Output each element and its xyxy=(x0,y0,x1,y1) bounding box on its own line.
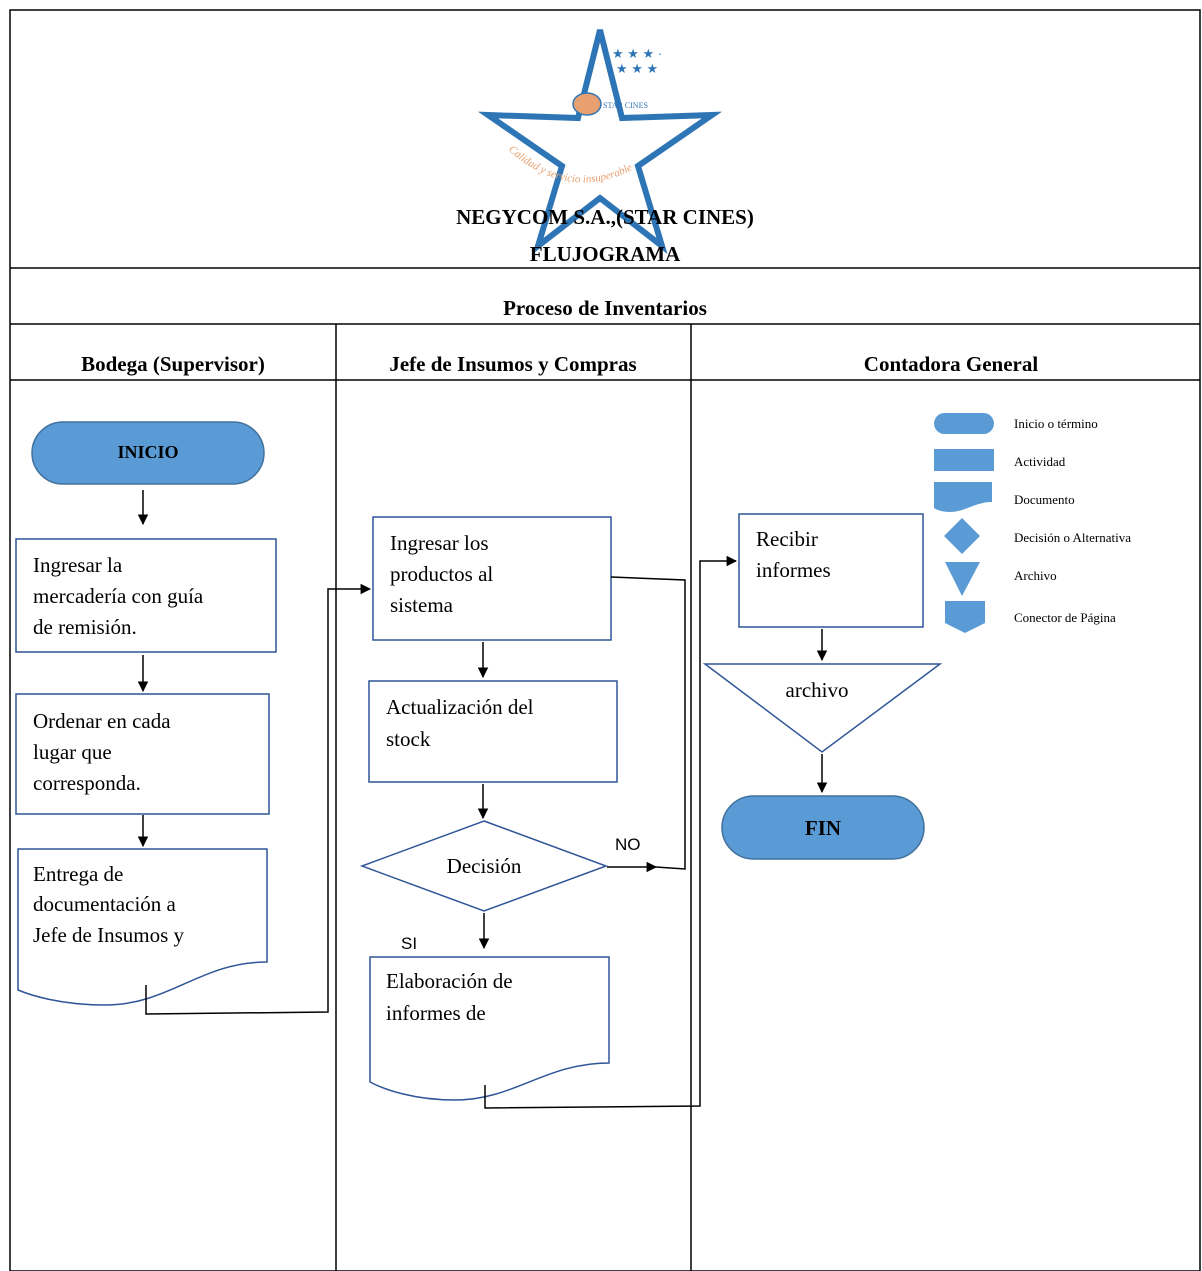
legend-label-decision: Decisión o Alternativa xyxy=(1014,530,1131,545)
process-title: Proceso de Inventarios xyxy=(503,296,707,320)
entrega-line1: Entrega de xyxy=(33,862,123,886)
svg-text:★ ★ ★: ★ ★ ★ xyxy=(616,61,658,76)
company-title: NEGYCOM S.A.,(STAR CINES) xyxy=(456,205,754,229)
lane-header-jefe-insumos: Jefe de Insumos y Compras xyxy=(389,352,636,376)
logo-s-mark xyxy=(572,92,602,116)
branch-label-si: SI xyxy=(401,934,417,953)
decision-diamond xyxy=(359,820,609,912)
ordenar-line1: Ordenar en cada xyxy=(33,709,171,733)
ingresar-productos-line2: productos al xyxy=(390,562,493,586)
legend-terminal-icon xyxy=(934,413,994,434)
ingresar-mercaderia-line3: de remisión. xyxy=(33,615,137,639)
ingresar-productos-box xyxy=(372,516,612,641)
legend-label-document: Documento xyxy=(1014,492,1075,507)
decision-label: Decisión xyxy=(447,854,522,878)
legend-document-icon xyxy=(934,482,992,512)
logo-star-icon xyxy=(477,29,723,255)
ordenar-line2: lugar que xyxy=(33,740,112,764)
entrega-line2: documentación a xyxy=(33,892,177,916)
recibir-line2: informes xyxy=(756,558,831,582)
lane-header-bodega: Bodega (Supervisor) xyxy=(81,352,265,376)
table-frame xyxy=(9,9,1201,1271)
fin-terminal xyxy=(721,795,925,860)
svg-text:Ingresar los productos al: Ingresar los productos al sistema xyxy=(390,531,498,617)
branch-label-no: NO xyxy=(615,835,641,854)
svg-text:Recibir informes: Recibir informes xyxy=(756,527,831,582)
logo-small-stars-icon: ★ ★ ★ · ★ ★ ★ xyxy=(612,46,662,76)
ingresar-mercaderia-box xyxy=(15,538,277,653)
ingresar-mercaderia-line2: mercadería con guía xyxy=(33,584,204,608)
fin-label: FIN xyxy=(805,816,841,840)
entrega-line3: Jefe de Insumos y xyxy=(33,923,185,947)
ingresar-productos-line1: Ingresar los xyxy=(390,531,489,555)
svg-text:Entrega de documentación a: Entrega de documentación a Jefe de Insum… xyxy=(33,862,185,947)
svg-text:Actualización del stock: Actualización del stock xyxy=(386,695,539,751)
elaboracion-document xyxy=(369,956,610,1101)
actualizacion-box xyxy=(368,680,618,783)
lane-header-contadora: Contadora General xyxy=(864,352,1039,376)
recibir-line1: Recibir xyxy=(756,527,818,551)
legend-label-terminal: Inicio o término xyxy=(1014,416,1098,431)
legend-label-page-connector: Conector de Página xyxy=(1014,610,1116,625)
archivo-triangle xyxy=(702,663,943,753)
logo-brand-text: STAR CINES xyxy=(603,101,648,110)
elaboracion-line1: Elaboración de xyxy=(386,969,513,993)
ordenar-box xyxy=(15,693,270,815)
recibir-informes-box xyxy=(738,513,924,628)
entrega-document xyxy=(17,848,268,1006)
inicio-label: INICIO xyxy=(117,442,178,462)
ordenar-line3: corresponda. xyxy=(33,771,141,795)
svg-text:Ingresar la mercadería con: Ingresar la mercadería con guía de remis… xyxy=(33,553,209,639)
legend: Inicio o término Actividad Documento Dec… xyxy=(934,413,1131,633)
actualizacion-line1: Actualización del xyxy=(386,695,534,719)
actualizacion-line2: stock xyxy=(386,727,431,751)
archivo-label: archivo xyxy=(786,678,849,702)
ingresar-productos-line3: sistema xyxy=(390,593,454,617)
legend-activity-icon xyxy=(934,449,994,471)
inicio-terminal xyxy=(31,421,265,485)
legend-decision-icon xyxy=(944,518,980,554)
connector-no-return-line xyxy=(610,576,686,870)
legend-page-connector-icon xyxy=(945,601,985,633)
document-title: FLUJOGRAMA xyxy=(530,242,681,266)
svg-text:Ordenar en cada lugar que: Ordenar en cada lugar que corresponda. xyxy=(33,709,176,795)
connector-elaboracion-to-recibir xyxy=(484,555,738,1109)
ingresar-mercaderia-line1: Ingresar la xyxy=(33,553,123,577)
connector-entrega-to-ingresar-productos xyxy=(145,583,372,1015)
legend-label-archive: Archivo xyxy=(1014,568,1057,583)
svg-text:Elaboración de informes de: Elaboración de informes de xyxy=(386,969,518,1025)
legend-label-activity: Actividad xyxy=(1014,454,1066,469)
elaboracion-line2: informes de xyxy=(386,1001,486,1025)
svg-text:★ ★ ★ ·: ★ ★ ★ · xyxy=(612,46,662,61)
legend-archive-icon xyxy=(945,562,980,596)
